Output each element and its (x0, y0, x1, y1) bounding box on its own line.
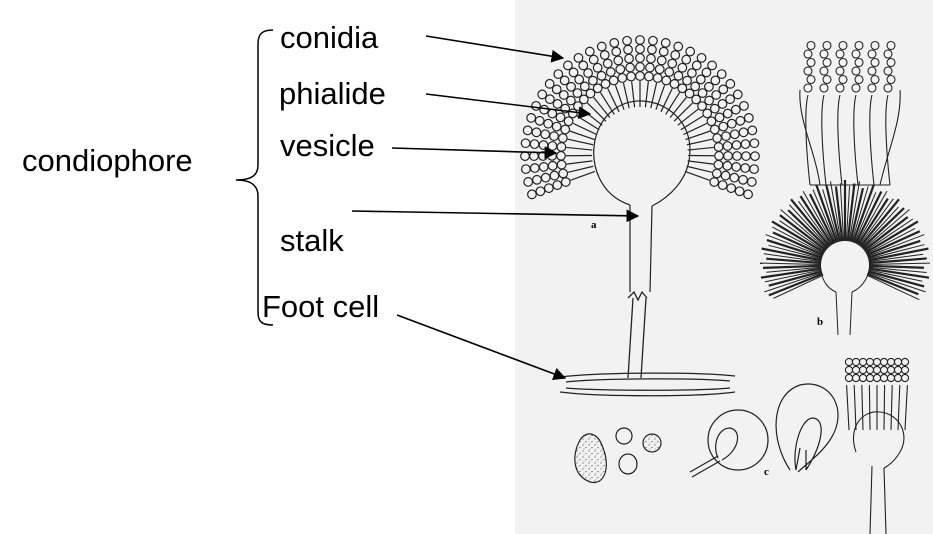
arrow-vesicle (391, 146, 558, 160)
panel-label-c: c (764, 466, 769, 478)
label-vesicle: vesicle (280, 128, 375, 163)
label-stalk: stalk (280, 223, 344, 258)
grouping-bracket (235, 29, 274, 326)
label-phialide: phialide (279, 76, 386, 111)
spore-drawings (574, 383, 839, 483)
conidiophore-drawing-a (520, 35, 760, 293)
mature-head-drawing (844, 357, 910, 534)
panel-label-a: a (591, 219, 597, 231)
arrow-phialide (425, 93, 592, 119)
label-foot-cell: Foot cell (262, 289, 380, 324)
arrow-foot-cell (396, 314, 567, 380)
foot-cell-drawing (559, 290, 736, 397)
arrow-conidia (425, 35, 565, 63)
arrow-stalk (351, 209, 640, 223)
phialide-cluster-drawing (799, 40, 901, 186)
panel-label-b: b (817, 316, 824, 328)
radiate-head-drawing (760, 180, 930, 336)
label-condiophore: condiophore (22, 143, 193, 178)
leader-arrows (351, 35, 640, 380)
label-conidia: conidia (280, 20, 379, 55)
